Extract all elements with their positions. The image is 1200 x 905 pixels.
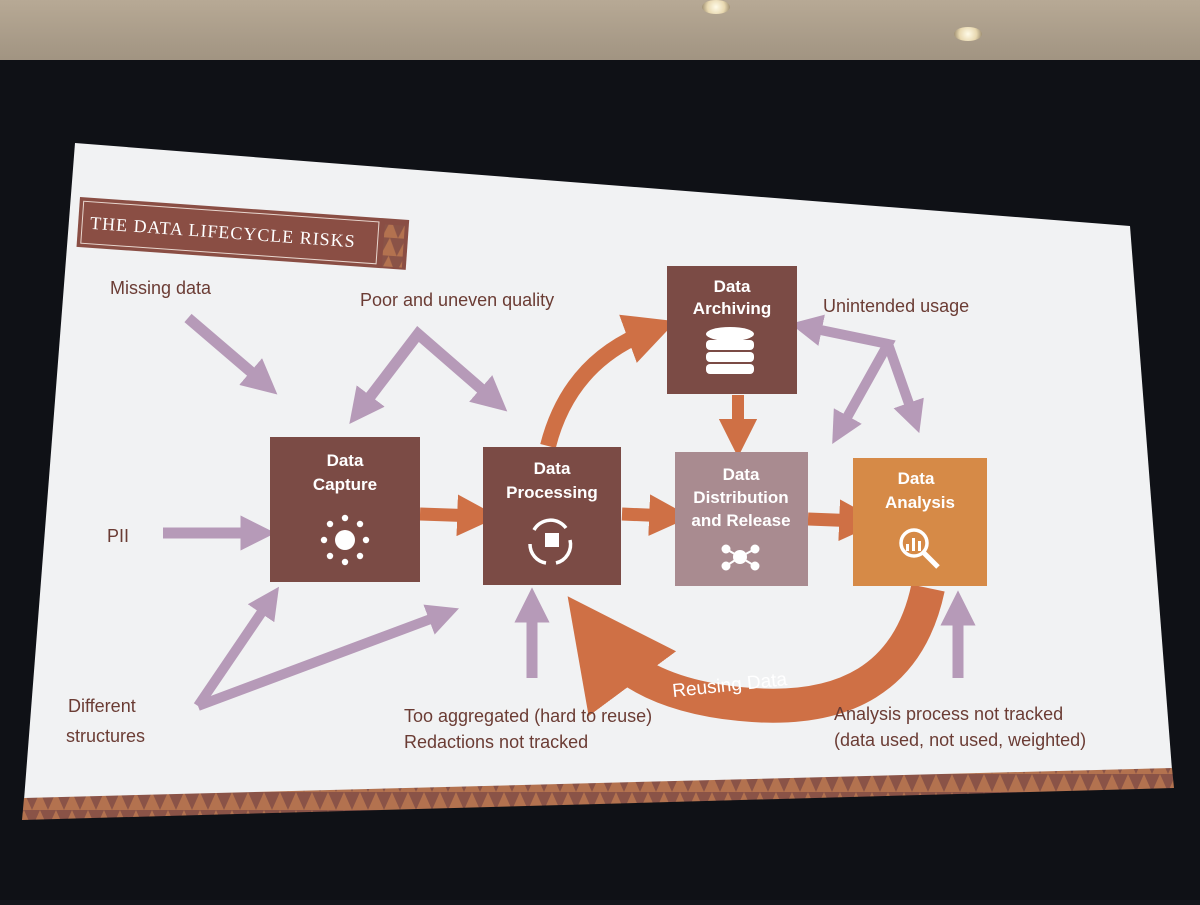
stage-analysis-line1: Data xyxy=(898,469,935,488)
stage-distribution-line3: and Release xyxy=(691,511,790,530)
stage-archiving-line1: Data xyxy=(714,277,751,296)
database-icon xyxy=(706,327,754,374)
risk-arrows xyxy=(163,313,976,711)
risk-analysis-line1: Analysis process not tracked xyxy=(834,704,1063,724)
stage-processing-line1: Data xyxy=(534,459,571,478)
risk-unintended-usage: Unintended usage xyxy=(823,296,969,316)
ceiling-light xyxy=(954,27,982,41)
flow-arrow-distribution-to-analysis xyxy=(807,499,881,541)
flow-arrow-capture-to-processing xyxy=(419,494,499,537)
risk-notes: Missing data Poor and uneven quality Uni… xyxy=(66,278,1086,752)
risk-structures-line1: Different xyxy=(68,696,136,716)
stage-data-analysis: Data Analysis xyxy=(853,458,987,586)
slide-bottom-band xyxy=(22,768,1174,820)
hub-icon xyxy=(320,514,370,566)
stage-archiving-line2: Archiving xyxy=(693,299,771,318)
risk-arrow-missing-data xyxy=(184,313,278,395)
risk-arrow-structures-to-processing xyxy=(196,604,459,711)
ceiling-light xyxy=(702,0,730,14)
stage-processing-line2: Processing xyxy=(506,483,598,502)
stage-data-processing: Data Processing xyxy=(483,447,621,585)
stage-distribution-line1: Data xyxy=(723,465,760,484)
risk-pii: PII xyxy=(107,526,129,546)
stage-distribution-line2: Distribution xyxy=(693,488,788,507)
risk-redactions: Redactions not tracked xyxy=(404,732,588,752)
risk-arrow-poor-quality xyxy=(349,326,508,424)
stage-data-archiving: Data Archiving xyxy=(667,266,797,394)
stage-analysis-line2: Analysis xyxy=(885,493,955,512)
flow-arrow-processing-to-distribution xyxy=(621,494,691,536)
stage-data-distribution: Data Distribution and Release xyxy=(675,452,808,586)
risk-aggregated: Too aggregated (hard to reuse) xyxy=(404,706,652,726)
flow-arrow-processing-to-archiving xyxy=(540,314,677,449)
stage-capture-line1: Data xyxy=(327,451,364,470)
reuse-arc xyxy=(567,584,945,723)
flow-arrows: Reusing Data xyxy=(419,314,945,723)
stage-data-capture: Data Capture xyxy=(270,437,420,582)
risk-poor-quality: Poor and uneven quality xyxy=(360,290,554,310)
magnifier-chart-icon xyxy=(899,528,940,569)
network-icon xyxy=(721,544,760,571)
cycle-icon xyxy=(528,518,573,565)
risk-arrow-unintended-to-analysis xyxy=(883,342,924,434)
risk-analysis-line2: (data used, not used, weighted) xyxy=(834,730,1086,750)
risk-structures-line2: structures xyxy=(66,726,145,746)
stage-capture-line2: Capture xyxy=(313,475,377,494)
risk-arrow-structures-to-capture xyxy=(193,586,279,709)
title-banner: THE DATA LIFECYCLE RISKS xyxy=(76,196,410,270)
risk-missing-data: Missing data xyxy=(110,278,212,298)
